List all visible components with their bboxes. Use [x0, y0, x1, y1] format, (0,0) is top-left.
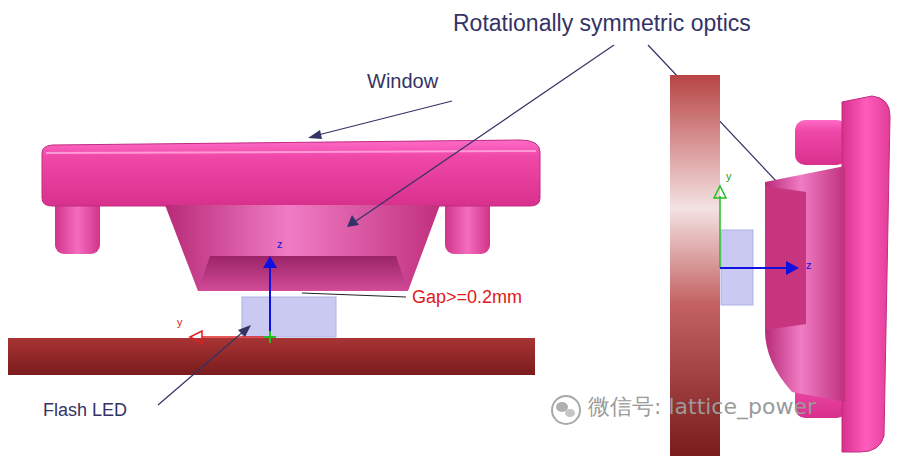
leader-head	[308, 130, 322, 139]
axis-label: z	[806, 259, 812, 272]
leader-line	[158, 331, 244, 405]
label-text: Flash LED	[43, 400, 127, 420]
lens-cavity	[198, 256, 408, 291]
wechat-icon	[552, 396, 580, 424]
label-text: 微信号: lattice_power	[588, 394, 816, 419]
origin-mark	[264, 331, 276, 343]
label-text: y	[726, 170, 732, 182]
lens-body	[765, 166, 845, 402]
axis-head	[714, 186, 726, 198]
watermark: 微信号: lattice_power	[588, 394, 816, 419]
flash-led	[242, 297, 336, 337]
window-plate	[42, 140, 540, 206]
y-axis	[719, 196, 721, 268]
axis-head	[263, 256, 277, 268]
z-axis	[269, 266, 271, 336]
plate-edge	[46, 151, 536, 153]
axis-head	[190, 331, 202, 343]
leader-line	[302, 293, 406, 297]
window-plate	[842, 96, 890, 452]
label-text: z	[806, 259, 812, 271]
mount-leg	[795, 120, 847, 165]
leader-line	[318, 101, 452, 135]
label-text: Rotationally symmetric optics	[453, 10, 751, 36]
leader-line	[648, 45, 794, 200]
axis-label: z	[277, 238, 283, 251]
dimension-text: Gap>=0.2mm	[412, 287, 522, 308]
leader-head	[238, 325, 251, 337]
callout-text: Window	[367, 70, 438, 93]
label-text: Window	[367, 70, 438, 92]
label-text: y	[177, 316, 183, 328]
label-text: z	[277, 238, 283, 250]
z-axis	[720, 267, 788, 269]
callout-text: Flash LED	[43, 400, 127, 421]
leader-head	[347, 215, 359, 227]
label-text: Gap>=0.2mm	[412, 287, 522, 307]
lens-body	[165, 205, 440, 291]
axis-head	[786, 261, 799, 275]
pcb-board	[8, 338, 535, 375]
callout-text: Rotationally symmetric optics	[453, 10, 751, 36]
lens-cavity	[765, 186, 806, 330]
axis-label: y	[726, 170, 732, 183]
axis-label: y	[177, 316, 183, 329]
leader-line	[356, 45, 614, 221]
